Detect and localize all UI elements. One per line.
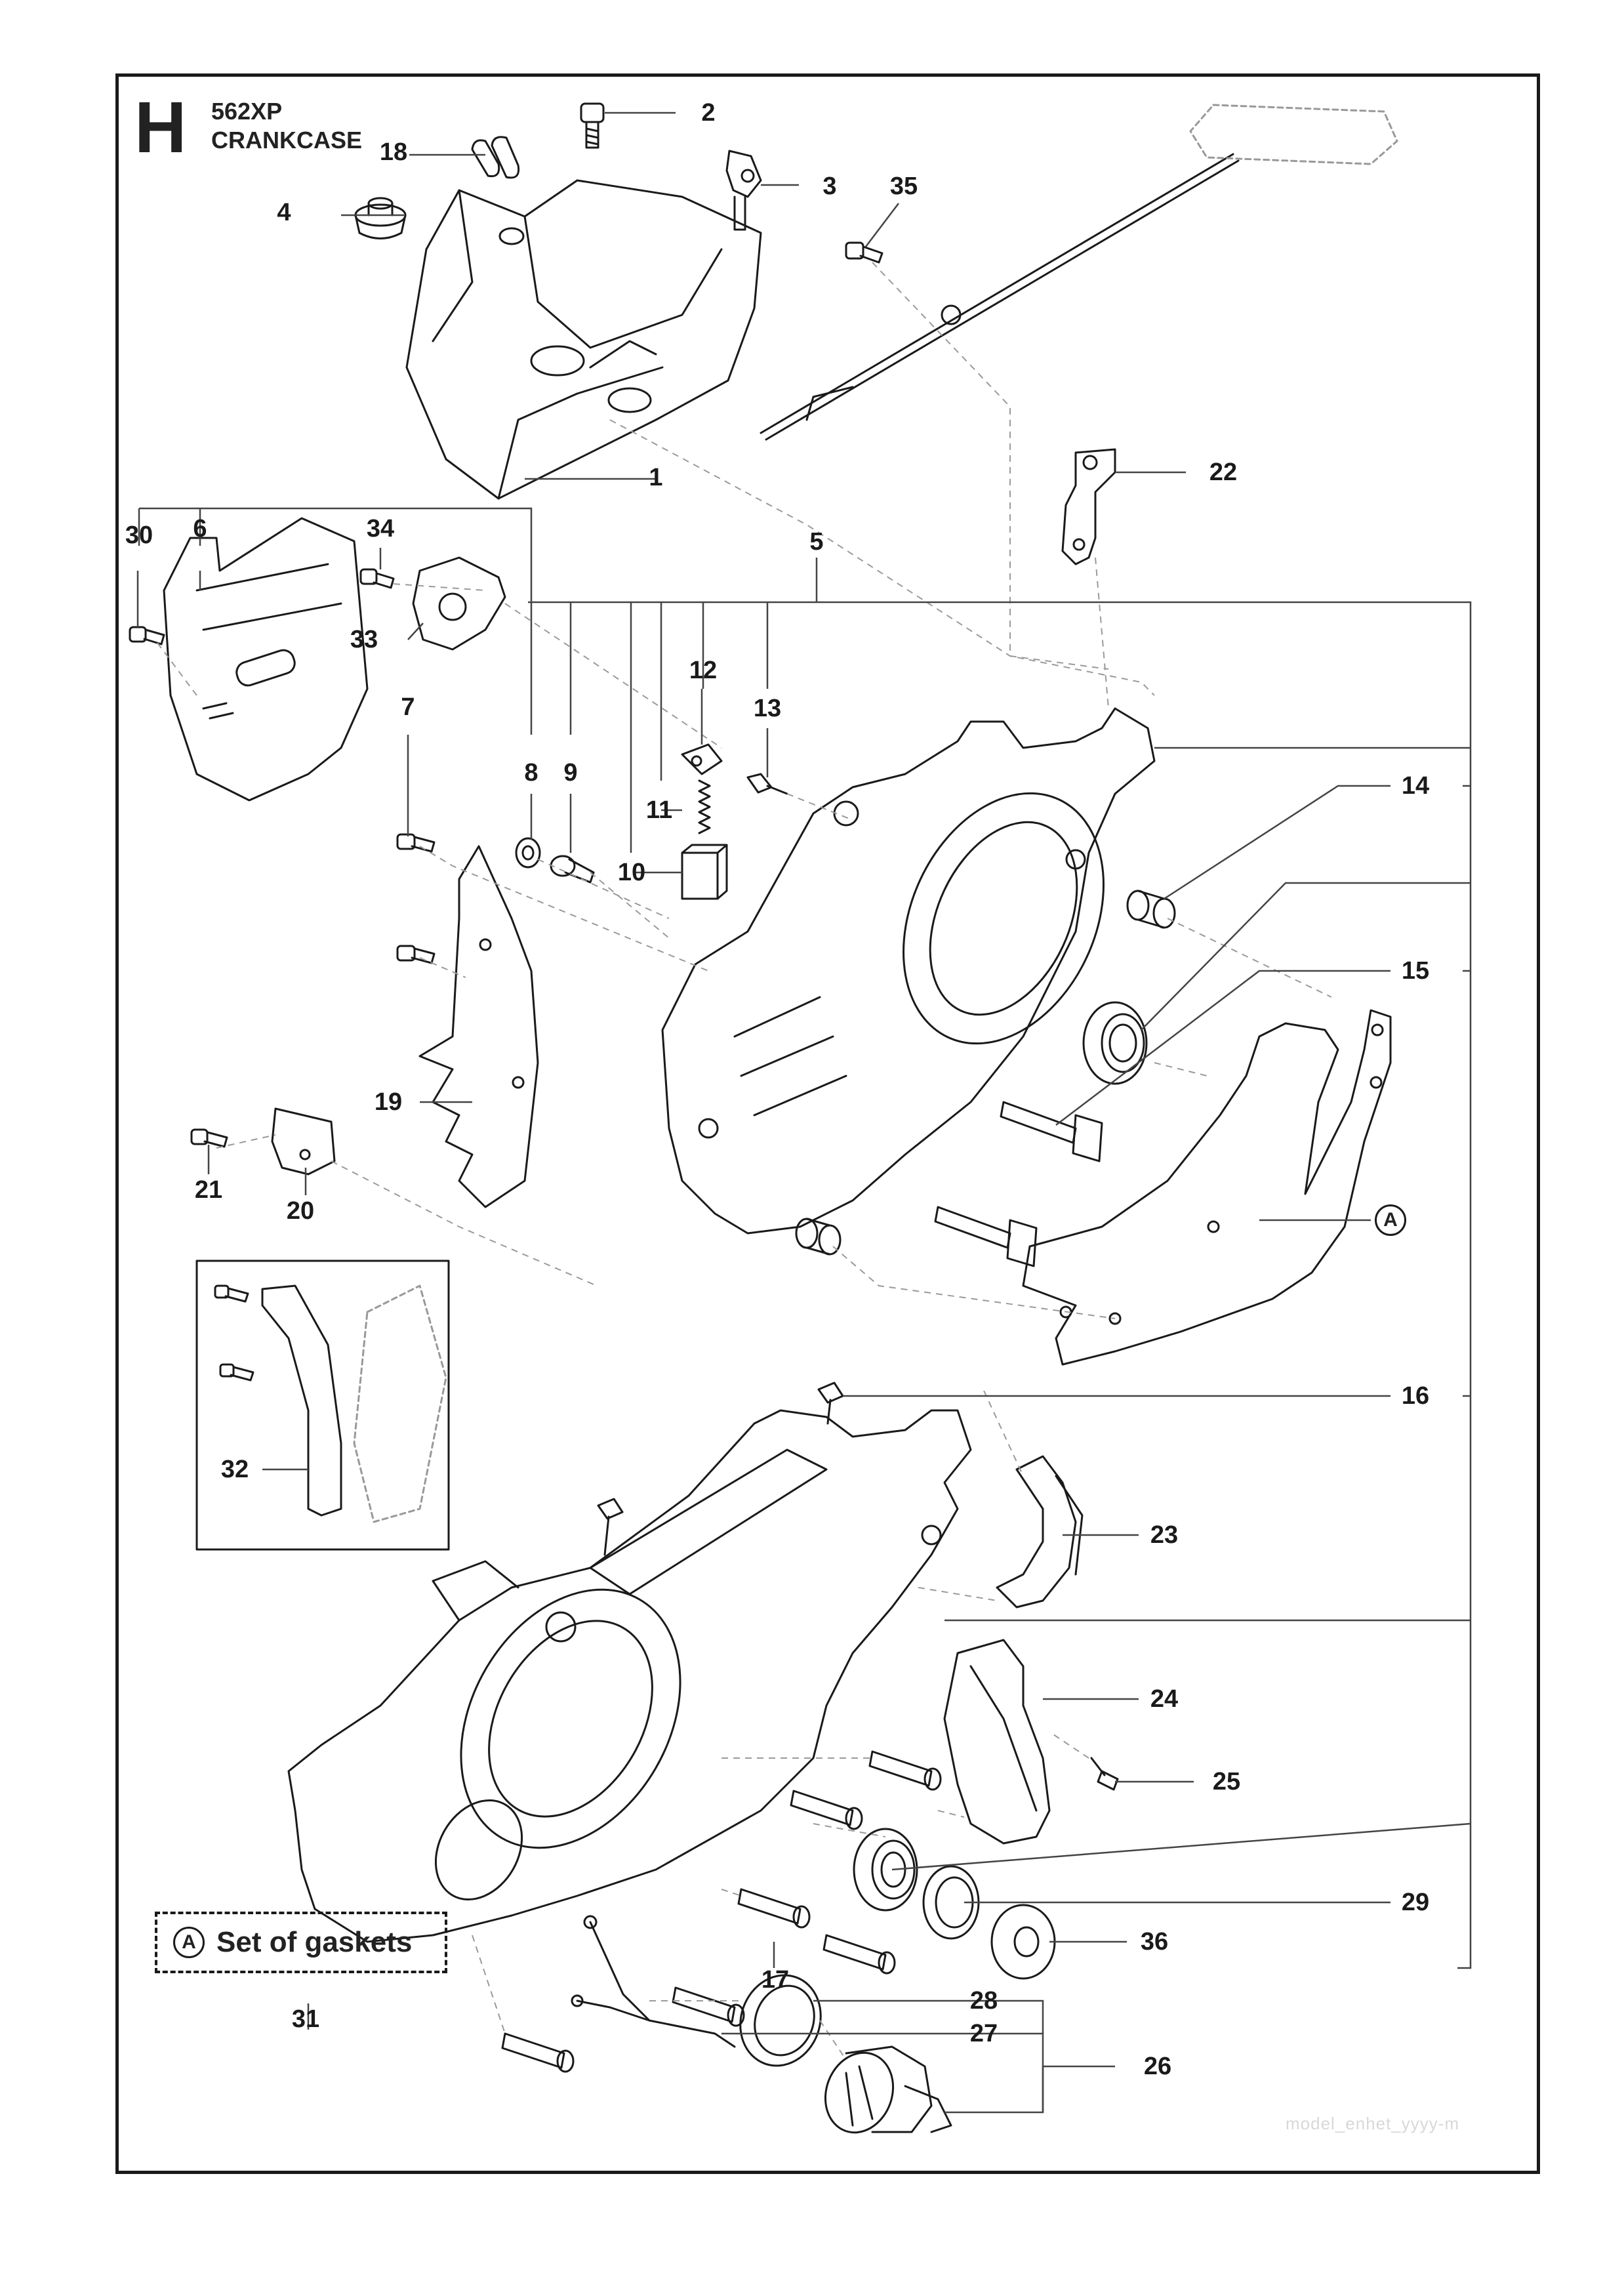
part-16-crankcase-lower [287,1409,972,1943]
part-8-nut [515,837,541,869]
callout-28: 28 [969,1987,998,2015]
callout-18: 18 [379,138,408,166]
gasket-note-marker: A [173,1927,205,1958]
gasket-a [1022,1009,1392,1366]
callout-36: 36 [1140,1928,1169,1956]
callout-12: 12 [689,657,718,684]
bearing-lower [853,1828,918,1912]
callout-3: 3 [822,173,837,200]
callout-6: 6 [193,515,207,543]
callout-34: 34 [366,515,395,543]
callout-30: 30 [125,522,153,549]
gasket-note-box: A Set of gaskets [155,1912,447,1973]
part-34-screw [359,568,395,589]
part-36-washer [990,1904,1056,1980]
callout-10: 10 [617,859,646,886]
part-17-bolts [501,1750,942,2073]
callout-26: 26 [1143,2053,1172,2080]
part-3-connector [725,150,762,231]
callout-2: 2 [701,99,716,127]
callout-32: 32 [220,1456,249,1483]
part-12-pin [681,743,723,775]
section-letter: H [134,87,187,168]
callout-20: 20 [286,1197,315,1225]
callout-9: 9 [563,759,578,787]
callout-23: 23 [1150,1521,1179,1549]
part-2-screw [580,102,605,149]
gasket-marker-a: A [1375,1204,1406,1236]
callout-8: 8 [524,759,538,787]
part-20-plate [271,1107,336,1176]
callout-1: 1 [649,464,663,491]
callout-35: 35 [889,173,918,200]
part-25-screw [1090,1757,1119,1791]
callout-33: 33 [350,626,378,653]
callout-24: 24 [1150,1685,1179,1713]
sleeve-lower [795,1218,842,1256]
callout-19: 19 [374,1088,403,1116]
callout-29: 29 [1401,1889,1430,1916]
callout-17: 17 [761,1966,790,1994]
callout-11: 11 [645,796,673,824]
part-7-screws [396,833,436,964]
part-13-screw [746,773,788,795]
part-18-grommet [471,136,520,179]
diagram-frame [115,73,1540,2174]
part-26-oil-pump [824,2045,952,2134]
callout-15: 15 [1401,957,1430,985]
part-19-spike-bumper [418,845,539,1208]
callout-7: 7 [401,693,415,721]
cable-assembly [760,104,1398,441]
part-30-screw [129,626,165,646]
callout-5: 5 [809,528,824,556]
part-35-screw [845,241,883,264]
part-16-screws [597,1382,844,1556]
part-24-cover [943,1639,1051,1845]
callout-31: 31 [291,2005,320,2033]
part-10-block [681,844,728,900]
part-23-clamp [996,1455,1084,1609]
section-name: CRANKCASE [211,127,363,154]
part-4-cap [354,197,407,239]
callout-21: 21 [194,1176,223,1204]
callout-25: 25 [1212,1768,1241,1795]
part-1-crankcase-upper [405,179,762,500]
watermark: model_enhet_yyyy-m [1286,2114,1460,2133]
part-32-inset [195,1260,450,1551]
bearing-upper [1082,1001,1148,1085]
part-9-stud [550,855,595,884]
gasket-note-text: Set of gaskets [216,1926,413,1958]
part-28-wire [571,1915,736,2048]
callout-27: 27 [969,2020,998,2047]
part-22-bracket [1061,448,1116,565]
part-11-spring [698,779,711,834]
part-33-cover [412,556,506,651]
callout-16: 16 [1401,1382,1430,1410]
callout-4: 4 [277,199,291,226]
part-15-bolts [934,1101,1103,1267]
callout-14: 14 [1401,772,1430,800]
part-5-crankcase-half [661,707,1156,1235]
part-21-screw [190,1128,228,1148]
model-name: 562XP [211,98,283,125]
callout-22: 22 [1209,459,1238,486]
callout-13: 13 [753,695,782,722]
part-6-guard-plate [163,517,369,802]
